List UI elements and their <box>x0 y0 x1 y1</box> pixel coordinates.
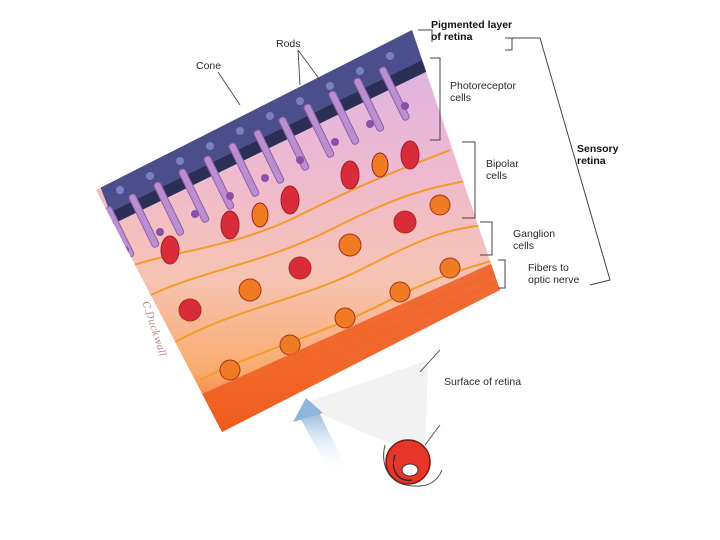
label-cone: Cone <box>196 60 222 72</box>
label-ganglion-cells: Ganglion cells <box>513 228 556 252</box>
label-surface-of-retina: Surface of retina <box>444 376 522 388</box>
leader-lines <box>217 49 441 373</box>
photoreceptor-layer <box>104 66 410 258</box>
label-rods: Rods <box>276 38 301 50</box>
light-beam <box>300 360 428 455</box>
retina-section <box>96 30 500 432</box>
ganglion-cells <box>178 194 461 381</box>
label-photoreceptor-cells: Photoreceptor cells <box>450 80 516 104</box>
retina-surface <box>200 262 500 432</box>
label-pigmented-layer: Pigmented layer of retina <box>431 19 513 43</box>
eye-icon <box>383 424 443 487</box>
layer-brackets <box>418 29 611 289</box>
bipolar-cells <box>160 140 420 265</box>
label-sensory-retina: Sensory retina <box>577 143 619 167</box>
light-arrow <box>293 398 345 472</box>
label-fibers-optic-nerve: Fibers to optic nerve <box>528 262 580 286</box>
label-bipolar-cells: Bipolar cells <box>486 158 519 182</box>
